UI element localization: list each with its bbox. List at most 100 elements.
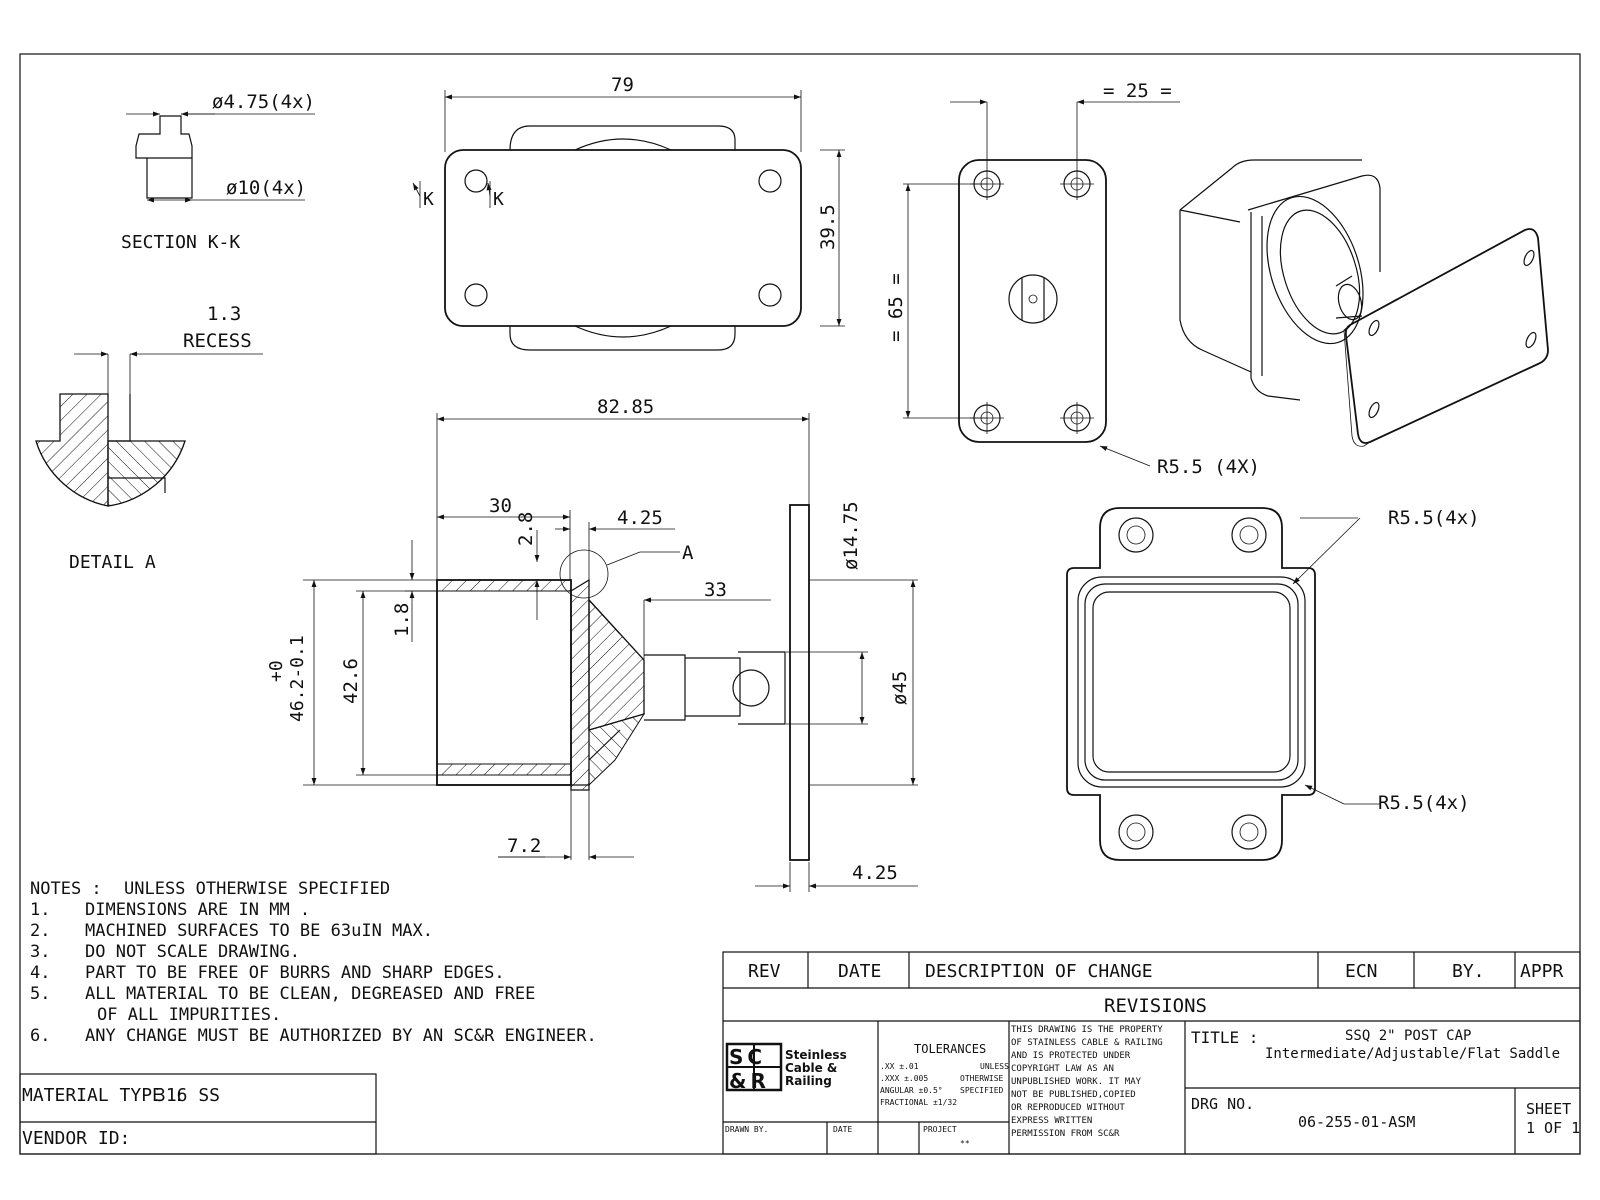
sheet-value: 1 OF 1	[1526, 1119, 1580, 1137]
top-view: 79 39.5 K K	[412, 74, 845, 351]
rev-header: REV	[748, 961, 781, 982]
svg-text:6.: 6.	[30, 1026, 50, 1046]
svg-text:ALL MATERIAL TO BE CLEAN, DEGR: ALL MATERIAL TO BE CLEAN, DEGREASED AND …	[85, 984, 535, 1004]
svg-text:DIMENSIONS ARE IN MM .: DIMENSIONS ARE IN MM .	[85, 900, 310, 920]
side-dim-72: 7.2	[507, 835, 541, 857]
side-section-view: 82.85 30 4.25 2.8 A 33 1.8 +0 46.2-0.1 4…	[266, 396, 918, 892]
bottom-radius-inner: R5.5(4x)	[1378, 792, 1470, 814]
side-dim-33: 33	[704, 579, 727, 601]
note-item: 6. ANY CHANGE MUST BE AUTHORIZED BY AN S…	[30, 1026, 597, 1046]
date-header: DATE	[838, 961, 881, 982]
side-dia-1475: ø14.75	[840, 501, 862, 570]
vendor-label: VENDOR ID:	[22, 1128, 130, 1149]
svg-text:PERMISSION FROM SC&R: PERMISSION FROM SC&R	[1011, 1129, 1120, 1139]
company-line-1: Steinless	[785, 1048, 847, 1062]
bottom-radius-outer: R5.5(4x)	[1388, 507, 1480, 529]
tol-fractional: FRACTIONAL ±1/32	[880, 1098, 957, 1107]
note-item: 1. DIMENSIONS ARE IN MM .	[30, 900, 310, 920]
top-view-height-dim: 39.5	[817, 204, 839, 250]
note-item: OF ALL IMPURITIES.	[97, 1005, 281, 1025]
tol-unless: UNLESS	[980, 1062, 1009, 1071]
bottom-view: R5.5(4x) R5.5(4x)	[1066, 507, 1480, 861]
svg-text:5.: 5.	[30, 984, 50, 1004]
company-line-2: Cable &	[785, 1061, 837, 1075]
detail-callout-a: A	[682, 542, 694, 564]
side-depth-30: 30	[489, 495, 512, 517]
drawn-by-label: DRAWN BY.	[725, 1125, 768, 1134]
svg-text:MACHINED SURFACES TO BE 63uIN: MACHINED SURFACES TO BE 63uIN MAX.	[85, 921, 433, 941]
notes-block: NOTES : UNLESS OTHERWISE SPECIFIED 1. DI…	[30, 879, 597, 1046]
svg-text:OR REPRODUCED WITHOUT: OR REPRODUCED WITHOUT	[1011, 1103, 1125, 1113]
end-view-spacing-x: = 25 =	[1103, 80, 1172, 102]
top-view-width-dim: 79	[611, 74, 634, 96]
tol-xxx: .XXX ±.005	[880, 1074, 928, 1083]
tol-otherwise: OTHERWISE	[960, 1074, 1004, 1083]
desc-header: DESCRIPTION OF CHANGE	[925, 961, 1153, 982]
revisions-table: REV DATE DESCRIPTION OF CHANGE ECN BY. A…	[722, 951, 1581, 1155]
svg-text:COPYRIGHT LAW AS AN: COPYRIGHT LAW AS AN	[1011, 1064, 1114, 1074]
notes-header-left: NOTES :	[30, 879, 102, 899]
svg-text:PART TO BE FREE OF BURRS AND S: PART TO BE FREE OF BURRS AND SHARP EDGES…	[85, 963, 505, 983]
sheet-label: SHEET	[1526, 1100, 1571, 1118]
project-value: **	[960, 1139, 970, 1148]
svg-text:2.: 2.	[30, 921, 50, 941]
section-marker-right: K	[493, 189, 504, 210]
svg-text:NOT BE PUBLISHED,COPIED: NOT BE PUBLISHED,COPIED	[1011, 1090, 1136, 1100]
svg-text:ANY CHANGE MUST BE AUTHORIZED: ANY CHANGE MUST BE AUTHORIZED BY AN SC&R…	[85, 1026, 597, 1046]
appr-header: APPR	[1520, 961, 1564, 982]
ecn-header: ECN	[1345, 961, 1378, 982]
section-kk-hole-dia: ø4.75(4x)	[212, 91, 315, 113]
title-label: TITLE :	[1191, 1028, 1258, 1047]
side-tol-top: +0	[266, 660, 287, 682]
copyright-notice: THIS DRAWING IS THE PROPERTY OF STAINLES…	[1011, 1025, 1163, 1139]
note-item: 2. MACHINED SURFACES TO BE 63uIN MAX.	[30, 921, 433, 941]
detail-a-title: DETAIL A	[69, 552, 156, 573]
logo-mark-bottom: &R	[729, 1069, 770, 1093]
title-line-2: Intermediate/Adjustable/Flat Saddle	[1265, 1046, 1560, 1062]
note-item: 4. PART TO BE FREE OF BURRS AND SHARP ED…	[30, 963, 505, 983]
tol-angular: ANGULAR ±0.5°	[880, 1086, 943, 1095]
svg-text:1.: 1.	[30, 900, 50, 920]
isometric-view	[1179, 159, 1549, 447]
section-kk-title: SECTION K-K	[121, 232, 240, 253]
svg-text:OF ALL IMPURITIES.: OF ALL IMPURITIES.	[97, 1005, 281, 1025]
tolerances-title: TOLERANCES	[914, 1042, 986, 1056]
svg-text:OF STAINLESS CABLE & RAILING: OF STAINLESS CABLE & RAILING	[1011, 1038, 1163, 1048]
revisions-title: REVISIONS	[1104, 995, 1207, 1017]
side-dim-426: 42.6	[340, 658, 362, 704]
svg-text:DO NOT SCALE DRAWING.: DO NOT SCALE DRAWING.	[85, 942, 300, 962]
side-wall-425-top: 4.25	[617, 507, 663, 529]
side-dia-45: ø45	[889, 671, 911, 705]
end-view-corner-radius: R5.5 (4X)	[1157, 456, 1260, 478]
material-label: MATERIAL TYPE :	[22, 1085, 185, 1106]
svg-text:THIS DRAWING IS THE PROPERTY: THIS DRAWING IS THE PROPERTY	[1011, 1025, 1163, 1035]
note-item: 5. ALL MATERIAL TO BE CLEAN, DEGREASED A…	[30, 984, 535, 1004]
date-label: DATE	[833, 1125, 852, 1134]
svg-text:4.: 4.	[30, 963, 50, 983]
by-header: BY.	[1452, 961, 1485, 982]
material-box: MATERIAL TYPE : 316 SS VENDOR ID:	[19, 1073, 377, 1155]
end-view-holes	[970, 168, 1094, 434]
side-overall-length: 82.85	[597, 396, 654, 418]
note-item: 3. DO NOT SCALE DRAWING.	[30, 942, 300, 962]
svg-text:EXPRESS WRITTEN: EXPRESS WRITTEN	[1011, 1116, 1092, 1126]
section-kk-cbore-dia: ø10(4x)	[226, 177, 306, 199]
detail-a-recess-value: 1.3	[207, 303, 241, 325]
drg-no-label: DRG NO.	[1191, 1095, 1254, 1113]
section-marker-left: K	[423, 189, 434, 210]
logo-mark-top: SC	[729, 1045, 766, 1069]
svg-text:UNPUBLISHED WORK. IT MAY: UNPUBLISHED WORK. IT MAY	[1011, 1077, 1142, 1087]
drg-no-value: 06-255-01-ASM	[1298, 1113, 1415, 1131]
company-line-3: Railing	[785, 1074, 832, 1088]
notes-header-right: UNLESS OTHERWISE SPECIFIED	[124, 879, 390, 899]
detail-a-recess-label: RECESS	[183, 330, 252, 352]
side-plate-425: 4.25	[852, 862, 898, 884]
title-block: SC &R Steinless Cable & Railing TOLERANC…	[723, 1021, 1580, 1154]
material-value: 316 SS	[155, 1085, 220, 1106]
title-line-1: SSQ 2" POST CAP	[1345, 1028, 1471, 1044]
side-tol-main: 46.2-0.1	[287, 635, 308, 722]
section-kk-view: ø4.75(4x) ø10(4x) SECTION K-K	[121, 91, 315, 253]
end-view: = 25 = = 65 = R5.5 (4X)	[885, 80, 1260, 478]
side-dim-18: 1.8	[391, 603, 413, 637]
